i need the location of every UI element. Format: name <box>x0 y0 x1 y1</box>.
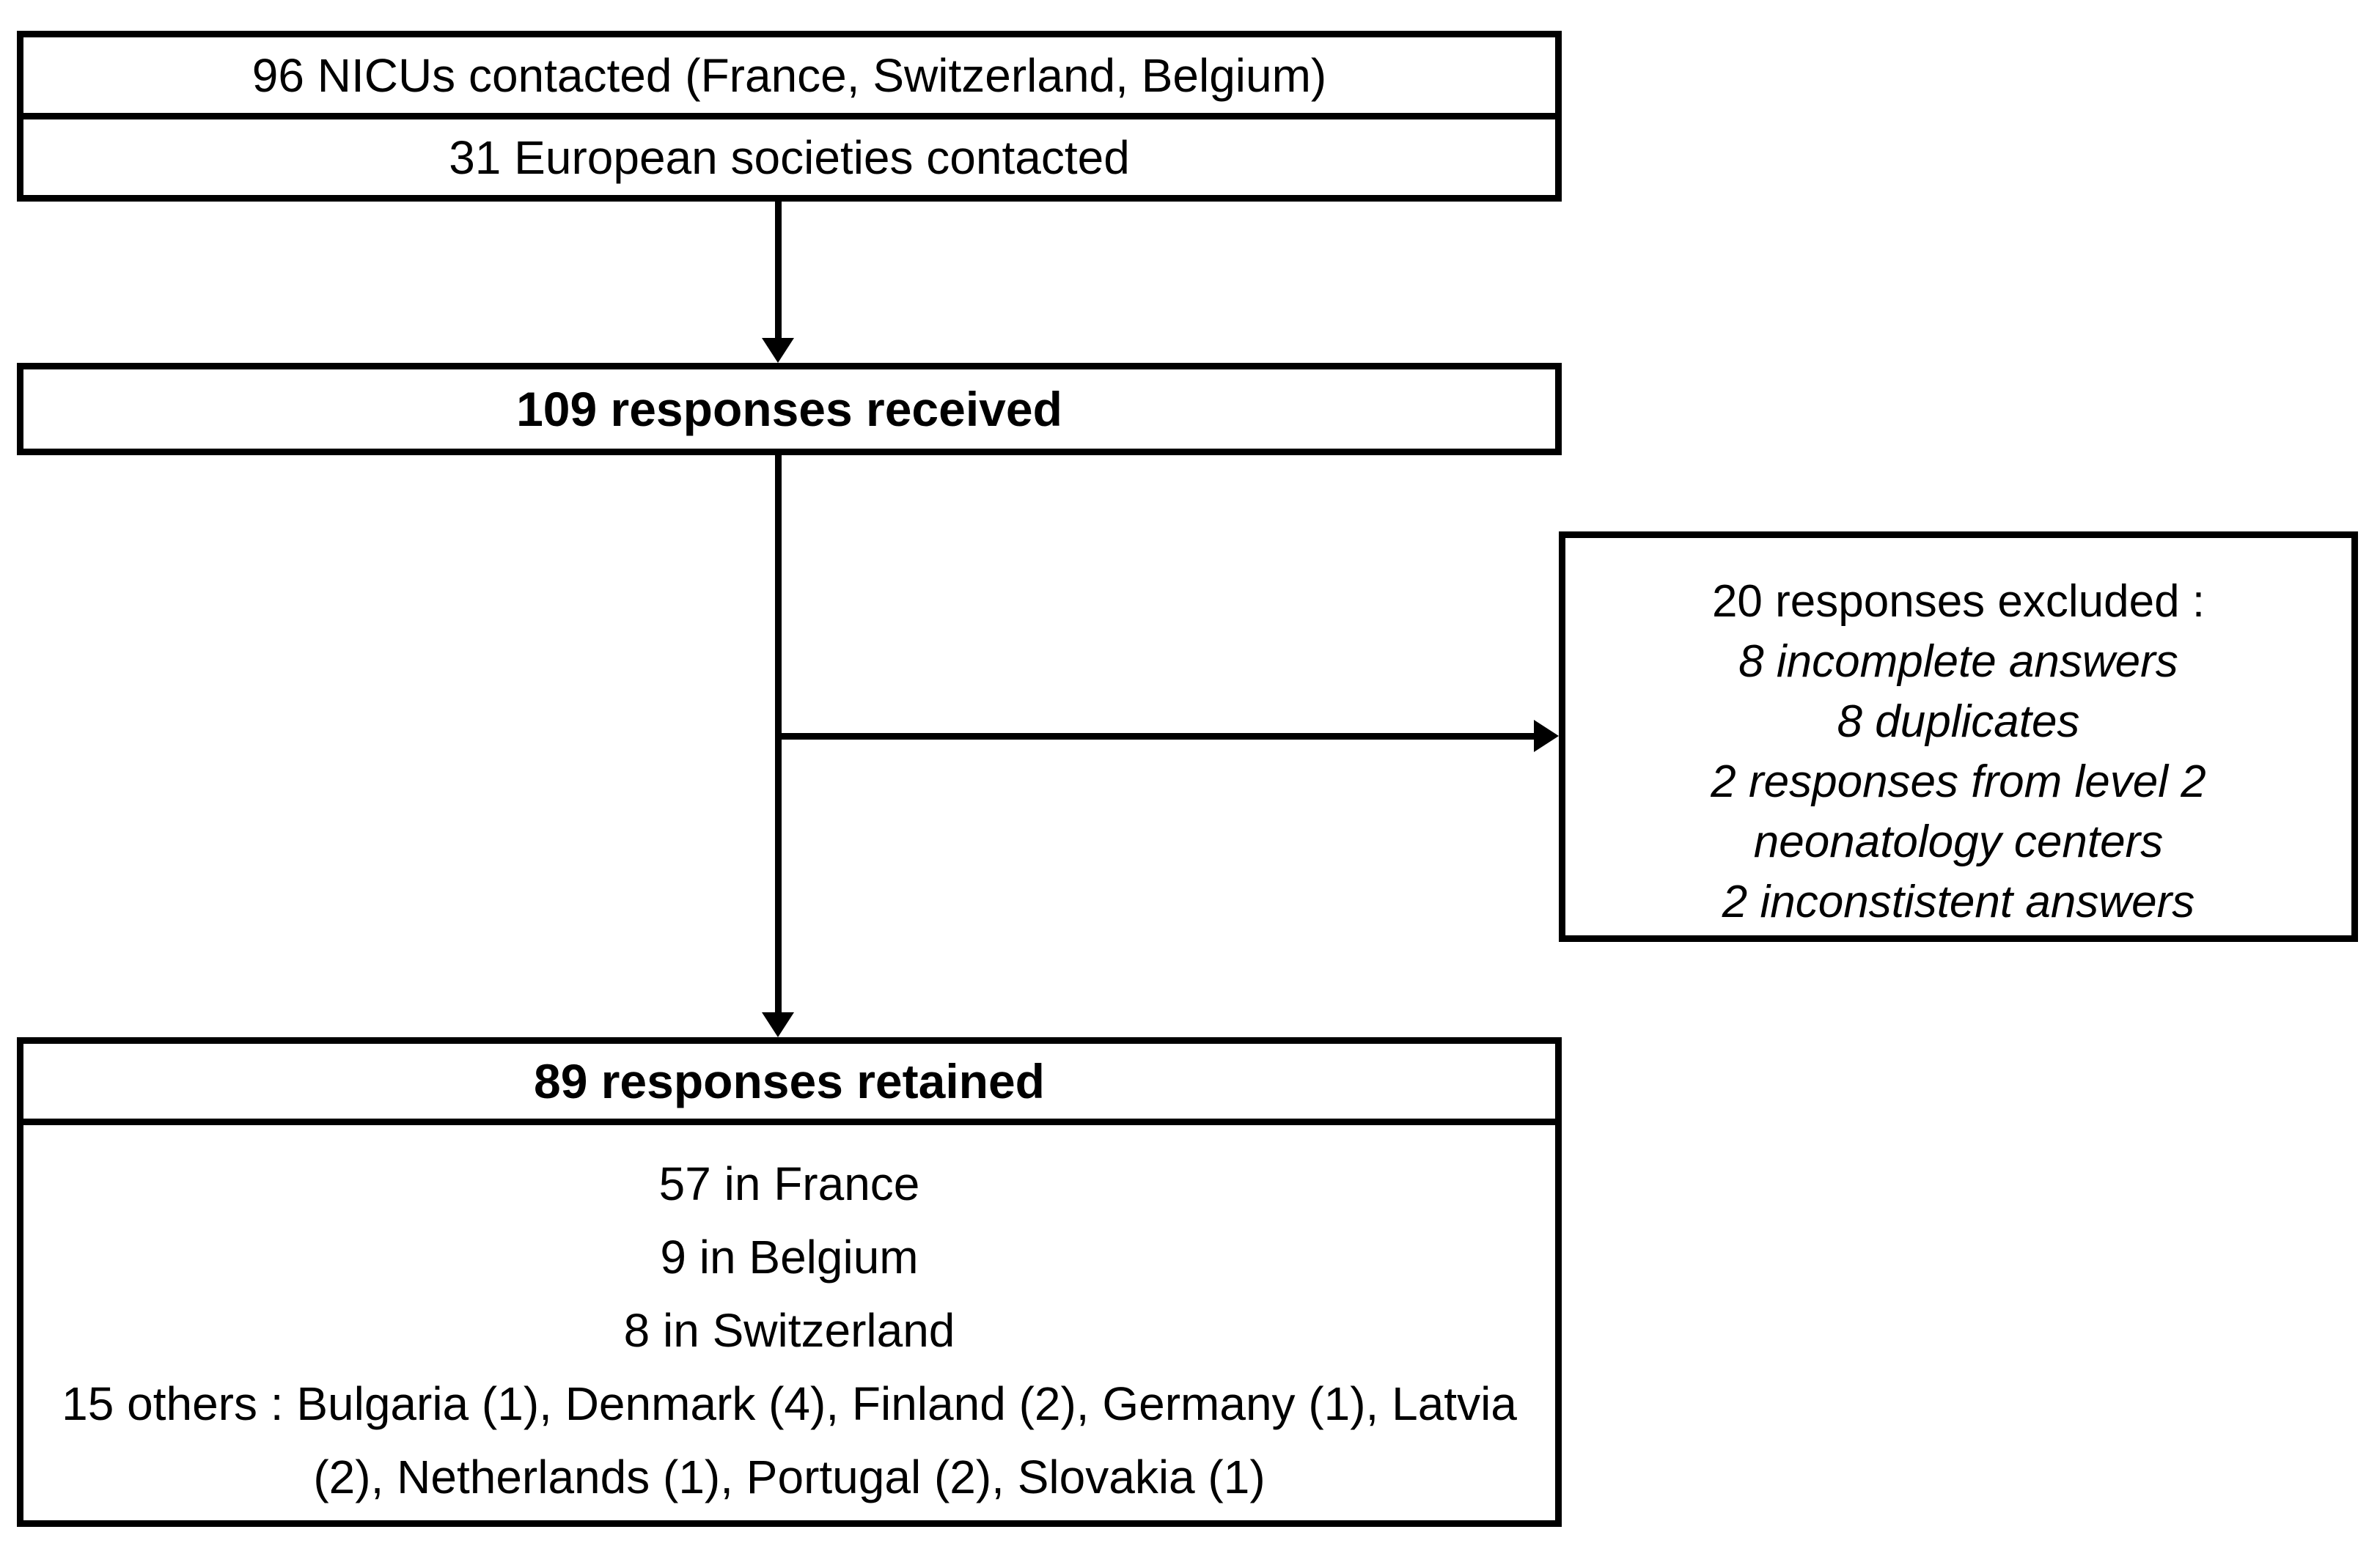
excluded-item-duplicates: 8 duplicates <box>1837 696 2080 747</box>
retained-line-others: 15 others : Bulgaria (1), Denmark (4), F… <box>62 1377 1517 1503</box>
retained-line-france: 57 in France <box>658 1157 920 1210</box>
retained-box: 89 responses retained 57 in France 9 in … <box>17 1037 1562 1527</box>
right-arrowhead-icon <box>1534 720 1559 752</box>
excluded-box: 20 responses excluded : 8 incomplete ans… <box>1559 531 2358 942</box>
excluded-item-level2: 2 responses from level 2 neonatology cen… <box>1711 756 2206 867</box>
down-arrowhead-icon <box>762 338 794 363</box>
societies-contacted-row: 31 European societies contacted <box>23 119 1555 195</box>
societies-contacted-text: 31 European societies contacted <box>449 130 1130 184</box>
retained-line-belgium: 9 in Belgium <box>660 1231 919 1284</box>
retained-body: 57 in France 9 in Belgium 8 in Switzerla… <box>23 1125 1555 1520</box>
retained-line-switzerland: 8 in Switzerland <box>623 1304 955 1357</box>
excluded-item-inconsistent: 2 inconstistent answers <box>1722 877 2195 927</box>
connector-contacted-to-received <box>775 200 782 339</box>
retained-header-text: 89 responses retained <box>534 1054 1045 1108</box>
received-label: 109 responses received <box>516 382 1062 436</box>
excluded-title: 20 responses excluded : <box>1711 576 2205 627</box>
connector-to-excluded <box>778 733 1534 740</box>
excluded-item-incomplete: 8 incomplete answers <box>1738 636 2178 687</box>
nicus-contacted-row: 96 NICUs contacted (France, Switzerland,… <box>23 37 1555 119</box>
received-box: 109 responses received <box>17 363 1562 455</box>
down-arrowhead-icon <box>762 1012 794 1037</box>
contacted-box: 96 NICUs contacted (France, Switzerland,… <box>17 31 1562 202</box>
retained-header: 89 responses retained <box>23 1044 1555 1125</box>
nicus-contacted-text: 96 NICUs contacted (France, Switzerland,… <box>251 48 1327 102</box>
